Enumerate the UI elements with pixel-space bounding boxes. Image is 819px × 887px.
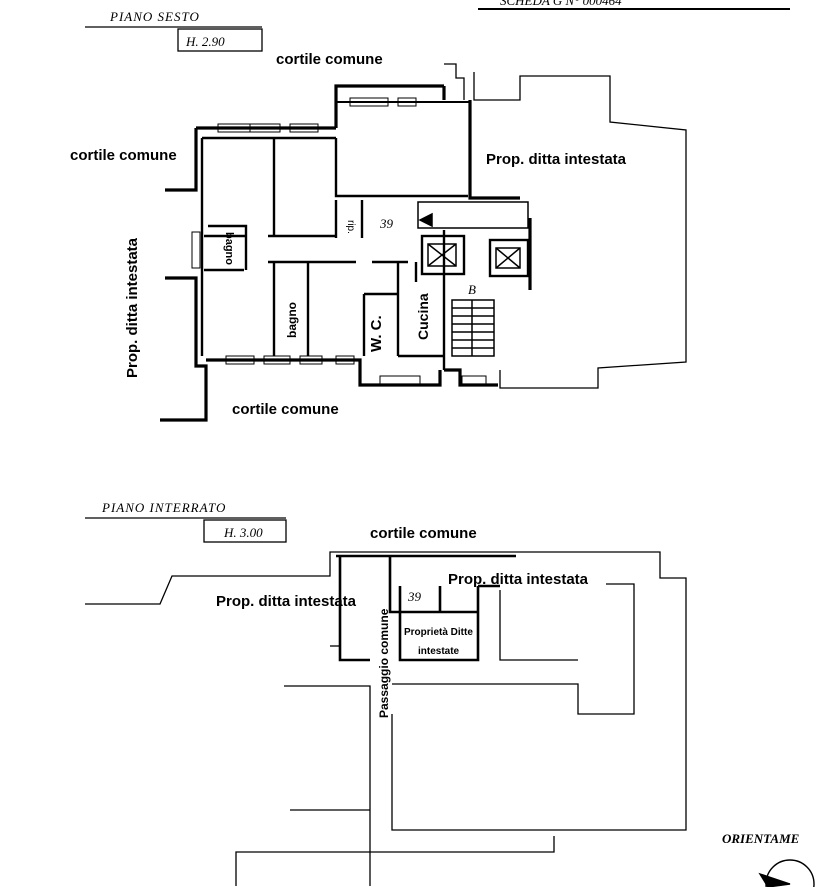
- compass-icon: [758, 859, 815, 887]
- proprieta-ditte-label: Proprietà Ditte: [404, 627, 473, 638]
- cortile-left-label: cortile comune: [70, 147, 177, 164]
- wc-label: W. C.: [368, 315, 385, 352]
- upper-plan-title: PIANO SESTO: [109, 9, 200, 24]
- unit-number-upper: 39: [379, 216, 394, 231]
- orientation-label: ORIENTAME: [722, 831, 800, 846]
- basement-walls: [336, 554, 516, 662]
- lower-prop-left-label: Prop. ditta intestata: [216, 593, 357, 610]
- prop-left-label: Prop. ditta intestata: [124, 237, 141, 378]
- lower-plan-height-box: [203, 519, 287, 543]
- orientation-compass: ORIENTAME: [722, 831, 815, 887]
- passaggio-comune-label: Passaggio comune: [377, 608, 391, 718]
- lower-cortile-label: cortile comune: [370, 525, 477, 542]
- rip-label: rip.: [345, 220, 356, 234]
- stair-core: [417, 201, 530, 357]
- stair-letter: B: [468, 282, 476, 297]
- upper-plan: PIANO SESTO H. 2.90: [70, 9, 687, 422]
- cucina-label: Cucina: [415, 293, 431, 340]
- intestate-label: intestate: [418, 646, 460, 657]
- cortile-bottom-label: cortile comune: [232, 401, 339, 418]
- bagno-small-label: bagno: [223, 232, 235, 265]
- elevator-right: [488, 238, 530, 278]
- lower-plan-title: PIANO INTERRATO: [101, 500, 226, 515]
- upper-plan-height: H. 2.90: [185, 34, 225, 49]
- elevator-left: [420, 234, 466, 276]
- bagno-label: bagno: [285, 302, 299, 338]
- unit-number-lower: 39: [407, 589, 422, 604]
- internal-walls: [200, 136, 468, 370]
- window-marks: [191, 97, 487, 385]
- upper-plan-height-box: [177, 28, 263, 52]
- lower-plan: PIANO INTERRATO H. 3.00 cortile comune P…: [85, 500, 687, 886]
- cortile-top-label: cortile comune: [276, 51, 383, 68]
- prop-right-label: Prop. ditta intestata: [486, 151, 627, 168]
- lower-prop-right-label: Prop. ditta intestata: [448, 571, 589, 588]
- lower-plan-height: H. 3.00: [223, 525, 263, 540]
- apartment-walls: [160, 84, 532, 422]
- scheda-number: SCHEDA G N° 000464: [500, 0, 622, 8]
- header: SCHEDA G N° 000464: [478, 0, 790, 10]
- staircase: [451, 299, 495, 357]
